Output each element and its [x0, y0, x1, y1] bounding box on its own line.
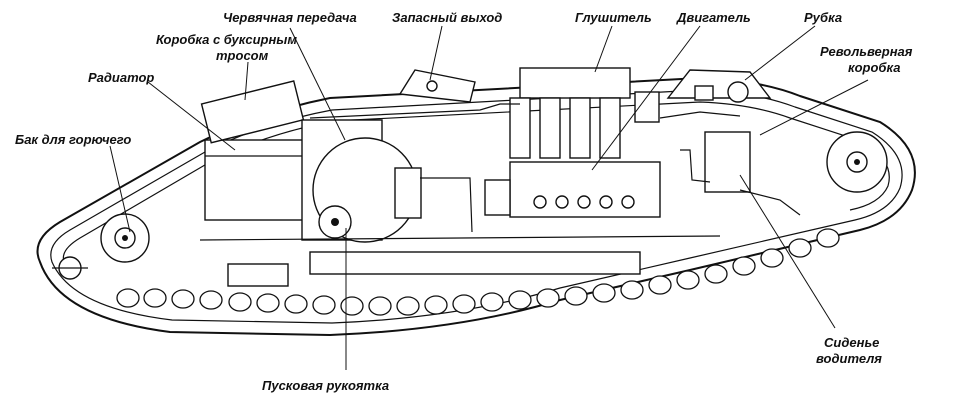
label-revolver-line1: Револьверная — [820, 44, 913, 59]
leader-lines — [109, 25, 869, 370]
emergency-exit-hatch — [398, 69, 476, 103]
engine-block — [484, 161, 661, 218]
interior-pipes — [309, 103, 741, 233]
gearbox-cable-box — [200, 80, 305, 144]
label-driver-seat-line1: Сиденье — [824, 335, 879, 350]
radiator-body — [204, 139, 306, 221]
label-muffler: Глушитель — [575, 10, 652, 25]
front-idler — [826, 131, 888, 193]
label-cabin: Рубка — [804, 10, 842, 25]
lower-shaft — [199, 235, 721, 287]
driver-seat — [680, 131, 801, 216]
label-radiator: Радиатор — [88, 70, 154, 85]
label-worm-gear: Червячная передача — [223, 10, 357, 25]
label-gearbox-line2: тросом — [216, 48, 269, 63]
label-gearbox-line1: Коробка с буксирным — [156, 32, 297, 47]
worm-gear-wheel — [301, 119, 422, 243]
label-revolver-line2: коробка — [848, 60, 900, 75]
label-starter-handle: Пусковая рукоятка — [262, 378, 389, 393]
muffler-pipes — [509, 67, 660, 159]
hull-outline — [36, 76, 916, 337]
cabin-structure — [666, 69, 772, 103]
label-emergency-exit: Запасный выход — [392, 10, 502, 25]
rear-sprocket — [52, 213, 150, 280]
label-driver-seat-line2: водителя — [816, 351, 882, 366]
label-engine: Двигатель — [676, 10, 751, 25]
label-fuel-tank: Бак для горючего — [15, 132, 131, 147]
